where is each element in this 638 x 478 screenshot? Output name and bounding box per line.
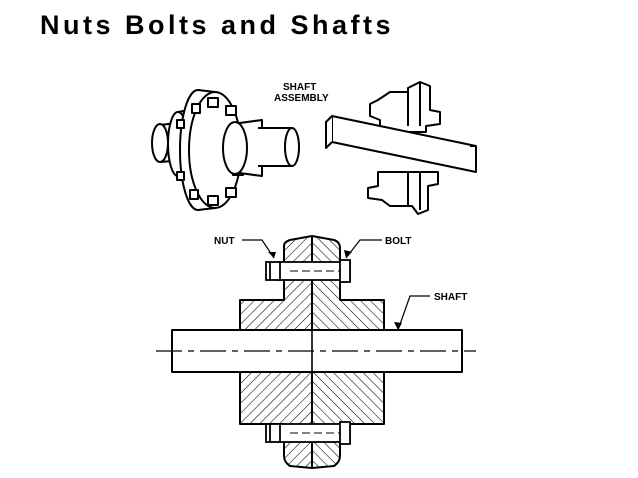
label-shaft: SHAFT <box>434 292 467 303</box>
slide-title: Nuts Bolts and Shafts <box>40 10 395 40</box>
coupling-section-3d <box>325 81 477 215</box>
label-shaft-assembly-line2: ASSEMBLY <box>274 93 329 104</box>
top-bolt-section <box>265 259 351 283</box>
coupling-assembly-3d <box>151 89 300 211</box>
bottom-bolt-section <box>265 421 351 445</box>
label-nut: NUT <box>214 236 235 247</box>
coupling-cross-section <box>156 235 476 469</box>
label-shaft-assembly-line1: SHAFT <box>283 82 316 93</box>
label-bolt: BOLT <box>385 236 411 247</box>
